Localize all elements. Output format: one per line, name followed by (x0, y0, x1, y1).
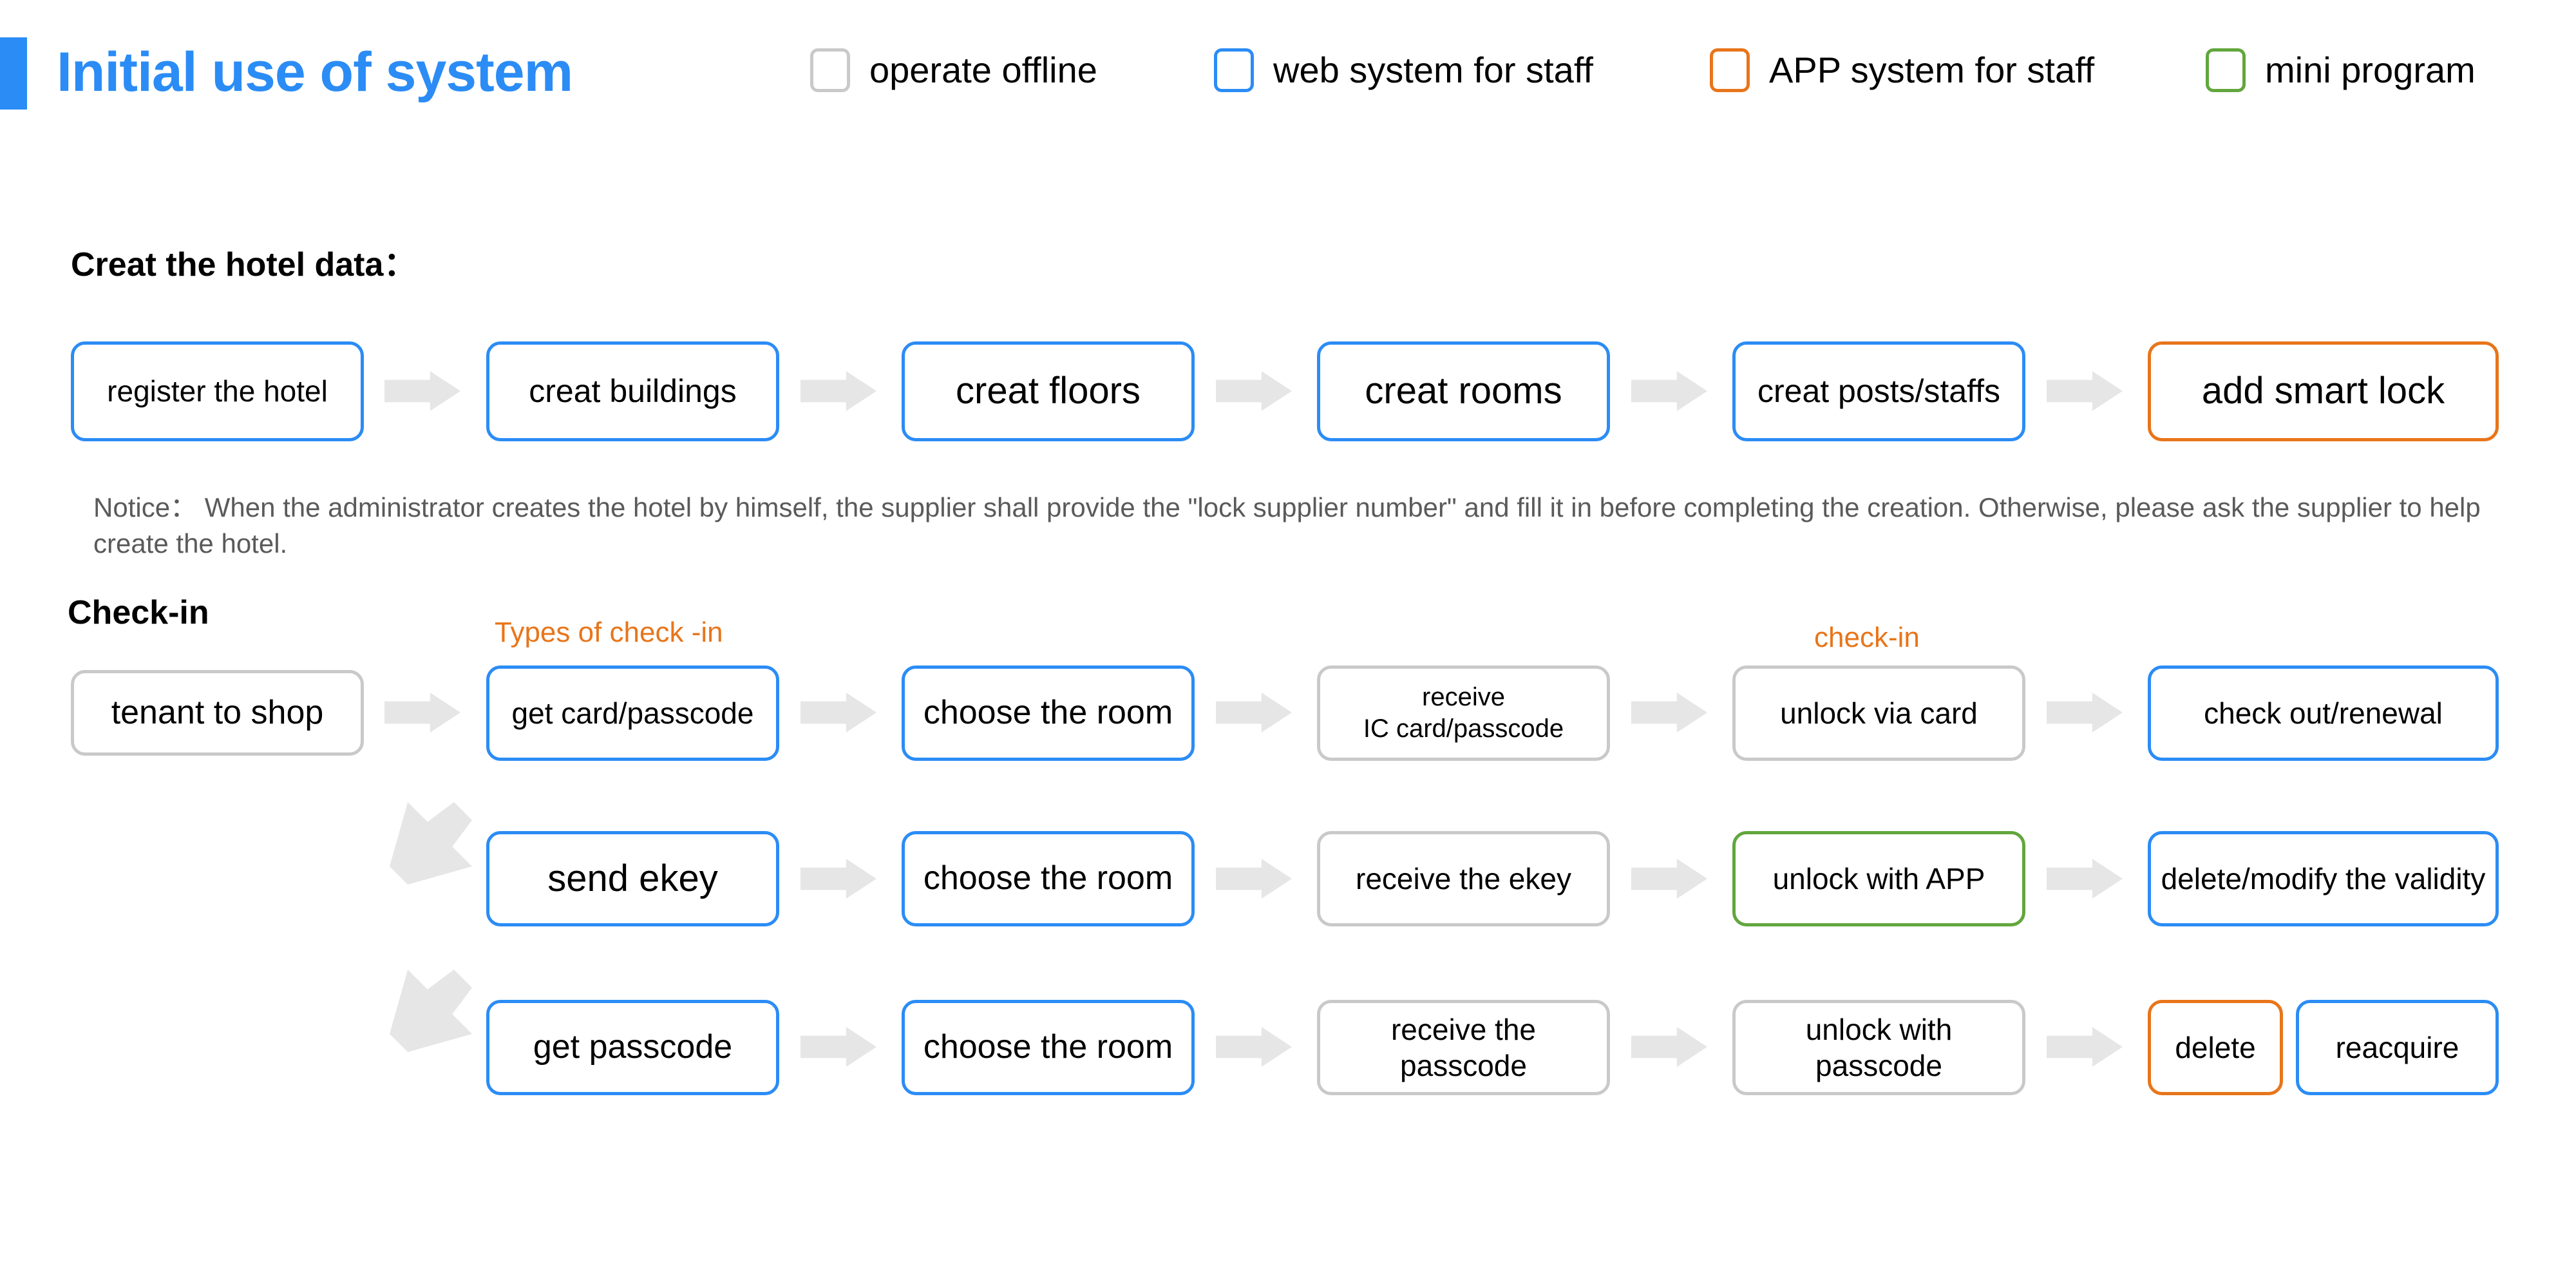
legend-swatch-app-icon (1710, 48, 1750, 92)
title-accent-bar (0, 37, 27, 110)
node-reacquire[interactable]: reacquire (2296, 1000, 2499, 1095)
arrow-right-icon (2047, 859, 2123, 899)
arrow-diagonal-down-right-icon (390, 970, 472, 1052)
arrow-right-icon (1631, 1027, 1707, 1067)
node-choose-the-room-row2[interactable]: choose the room (902, 831, 1195, 926)
arrow-right-icon (800, 859, 876, 899)
arrow-right-icon (1216, 693, 1292, 733)
arrow-right-icon (2047, 1027, 2123, 1067)
column-label-types-of-check-in: Types of check -in (495, 617, 723, 648)
arrow-right-icon (384, 693, 460, 733)
legend-label-web-system: web system for staff (1273, 50, 1593, 90)
node-delete[interactable]: delete (2148, 1000, 2283, 1095)
legend-swatch-mini-icon (2206, 48, 2246, 92)
section-heading-create-hotel: Creat the hotel data： (71, 246, 417, 283)
arrow-right-icon (1216, 859, 1292, 899)
arrow-right-icon (1631, 693, 1707, 733)
arrow-right-icon (1631, 859, 1707, 899)
node-unlock-via-card[interactable]: unlock via card (1732, 666, 2025, 761)
legend-item-mini-program: mini program (2206, 48, 2476, 92)
node-receive-the-passcode[interactable]: receive the passcode (1317, 1000, 1610, 1095)
arrow-right-icon (800, 371, 876, 411)
node-creat-posts-staffs[interactable]: creat posts/staffs (1732, 341, 2025, 441)
node-choose-the-room-row1[interactable]: choose the room (902, 666, 1195, 761)
node-delete-modify-validity[interactable]: delete/modify the validity (2148, 831, 2499, 926)
node-tenant-to-shop[interactable]: tenant to shop (71, 670, 364, 756)
legend-label-operate-offline: operate offline (869, 50, 1097, 90)
arrow-right-icon (800, 693, 876, 733)
node-creat-buildings[interactable]: creat buildings (486, 341, 779, 441)
legend-swatch-offline-icon (810, 48, 850, 92)
legend-label-mini-program: mini program (2265, 50, 2476, 90)
node-send-ekey[interactable]: send ekey (486, 831, 779, 926)
node-check-out-renewal[interactable]: check out/renewal (2148, 666, 2499, 761)
arrow-right-icon (1216, 1027, 1292, 1067)
arrow-right-icon (2047, 371, 2123, 411)
section-heading-check-in: Check-in (68, 594, 209, 631)
arrow-right-icon (1216, 371, 1292, 411)
notice-text: Notice： When the administrator creates t… (93, 492, 2481, 559)
node-creat-rooms[interactable]: creat rooms (1317, 341, 1610, 441)
node-get-card-passcode[interactable]: get card/passcode (486, 666, 779, 761)
arrow-right-icon (384, 371, 460, 411)
legend-swatch-web-icon (1214, 48, 1254, 92)
arrow-right-icon (800, 1027, 876, 1067)
arrow-right-icon (1631, 371, 1707, 411)
column-label-check-in: check-in (1814, 622, 1920, 653)
node-choose-the-room-row3[interactable]: choose the room (902, 1000, 1195, 1095)
arrow-diagonal-down-right-icon (390, 802, 472, 885)
node-receive-ic-card-passcode[interactable]: receive IC card/passcode (1317, 666, 1610, 761)
legend-label-app-system: APP system for staff (1769, 50, 2095, 90)
node-get-passcode[interactable]: get passcode (486, 1000, 779, 1095)
page-title: Initial use of system (57, 41, 573, 103)
legend-item-operate-offline: operate offline (810, 48, 1097, 92)
node-add-smart-lock[interactable]: add smart lock (2148, 341, 2499, 441)
arrow-right-icon (2047, 693, 2123, 733)
node-register-the-hotel[interactable]: register the hotel (71, 341, 364, 441)
legend-item-app-system: APP system for staff (1710, 48, 2094, 92)
node-unlock-with-passcode[interactable]: unlock with passcode (1732, 1000, 2025, 1095)
node-unlock-with-app[interactable]: unlock with APP (1732, 831, 2025, 926)
legend-item-web-system: web system for staff (1214, 48, 1593, 92)
node-creat-floors[interactable]: creat floors (902, 341, 1195, 441)
node-receive-the-ekey[interactable]: receive the ekey (1317, 831, 1610, 926)
